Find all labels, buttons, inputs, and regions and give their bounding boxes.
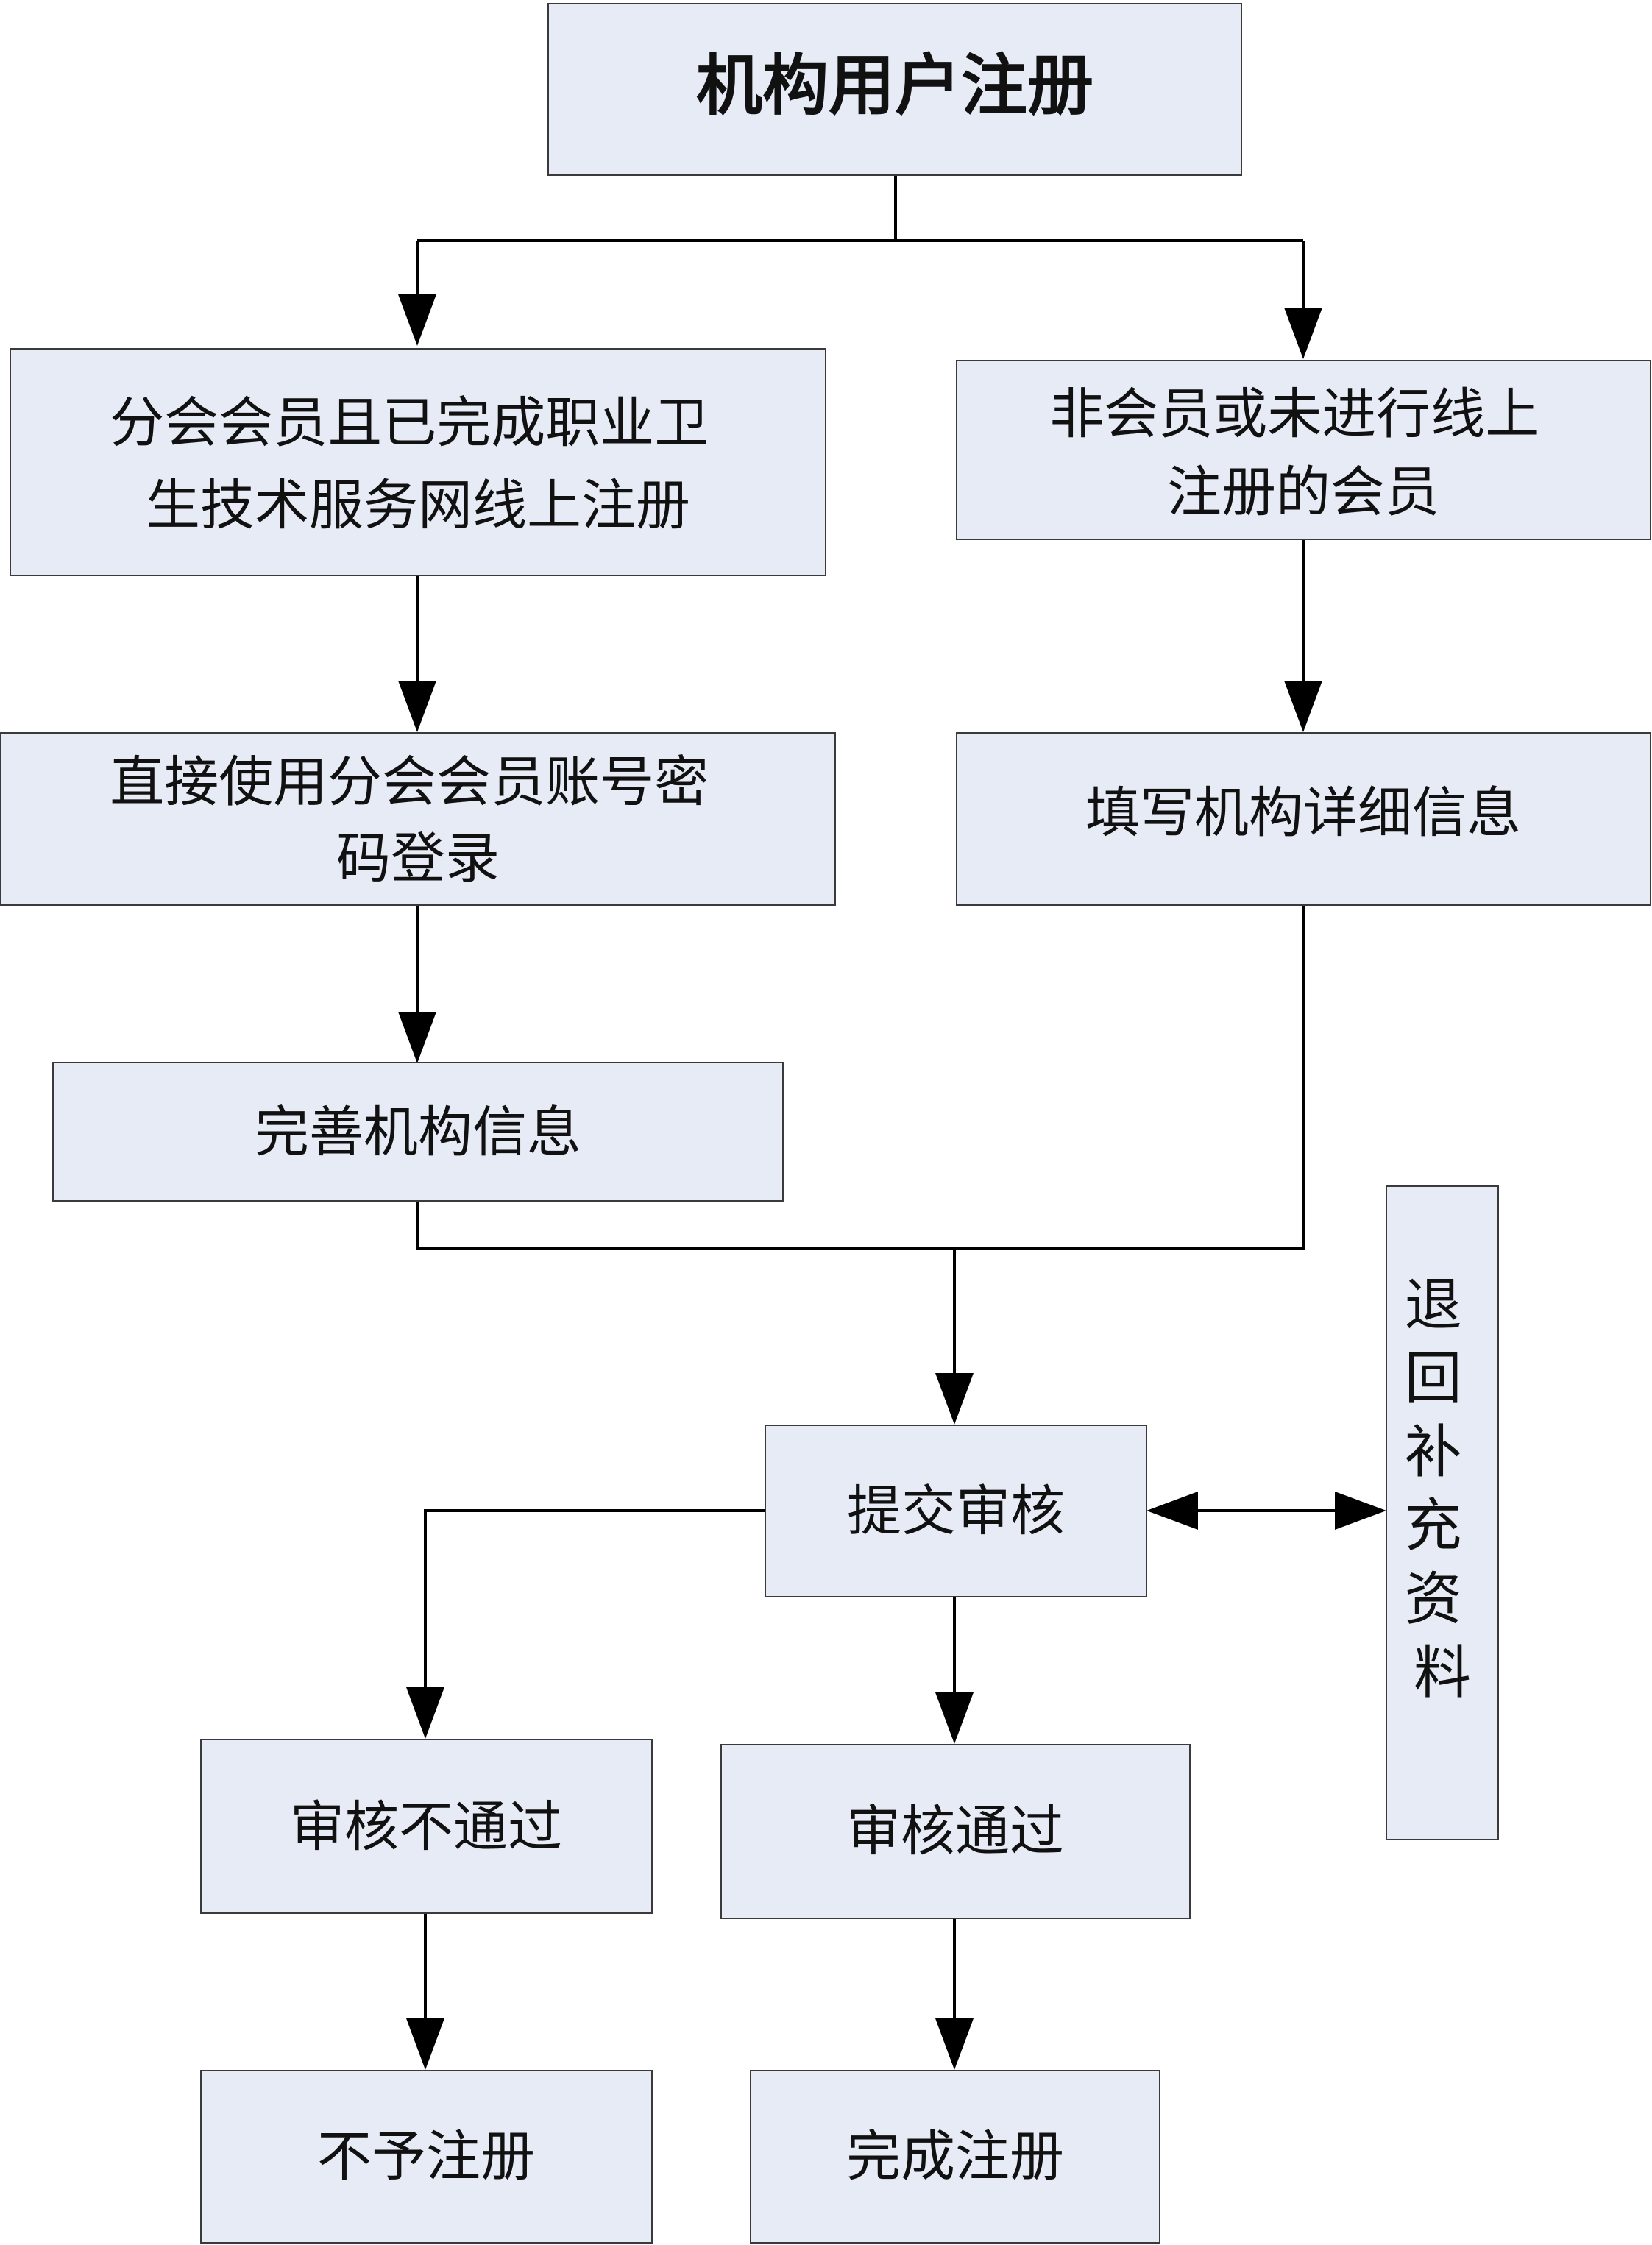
node-non-member-label: 非会员或未进行线上 注册的会员 [1049,383,1557,524]
node-registration-complete: 完成注册 [750,2070,1160,2244]
node-complete-info: 完善机构信息 [52,1062,784,1202]
arrowhead-to-submit-review [1146,1492,1198,1530]
arrowhead-to-fill-details [1284,681,1322,732]
arrowhead-to-review-passed [935,1692,974,1744]
node-reject-registration: 不予注册 [200,2070,653,2244]
node-registration-complete-label: 完成注册 [846,2125,1064,2188]
node-login-direct-label: 直接使用分会会员账号密 码登录 [110,751,726,890]
connector-merge-to-submit [416,905,1305,1376]
node-reject-registration-label: 不予注册 [317,2125,535,2188]
node-start: 机构用户注册 [547,3,1242,176]
arrowhead-to-login [398,681,436,732]
node-member-registered-label: 分会会员且已完成职业卫 生技术服务网线上注册 [110,391,726,537]
arrowhead-to-review-failed [406,1687,444,1739]
node-login-direct: 直接使用分会会员账号密 码登录 [0,732,836,906]
node-return-supplement: 退 回 补 充 资 料 [1386,1185,1499,1840]
connector-submit-to-failed [424,1509,765,1690]
arrowhead-to-submit [935,1373,974,1425]
arrowhead-to-non-member [1284,308,1322,359]
node-review-failed-label: 审核不通过 [290,1795,562,1859]
arrowhead-to-member-registered [398,294,436,346]
node-review-passed: 审核通过 [720,1744,1191,1919]
node-complete-info-label: 完善机构信息 [255,1101,581,1164]
arrowhead-to-reject [406,2018,444,2070]
node-submit-review: 提交审核 [765,1425,1147,1597]
node-fill-details: 填写机构详细信息 [956,732,1651,906]
node-submit-review-label: 提交审核 [847,1480,1065,1543]
arrowhead-to-complete-info [398,1012,436,1063]
node-start-label: 机构用户注册 [696,46,1093,124]
arrowhead-to-registration-complete [935,2018,974,2070]
node-member-registered: 分会会员且已完成职业卫 生技术服务网线上注册 [10,348,826,576]
node-non-member: 非会员或未进行线上 注册的会员 [956,360,1651,540]
arrowhead-to-return-supplement [1335,1492,1386,1530]
node-fill-details-label: 填写机构详细信息 [1085,781,1521,845]
node-review-failed: 审核不通过 [200,1739,653,1914]
node-return-supplement-label: 退 回 补 充 资 料 [1405,1272,1481,1706]
connector-start-split [416,175,1305,321]
connectors [398,175,1386,2070]
node-review-passed-label: 审核通过 [846,1800,1064,1863]
